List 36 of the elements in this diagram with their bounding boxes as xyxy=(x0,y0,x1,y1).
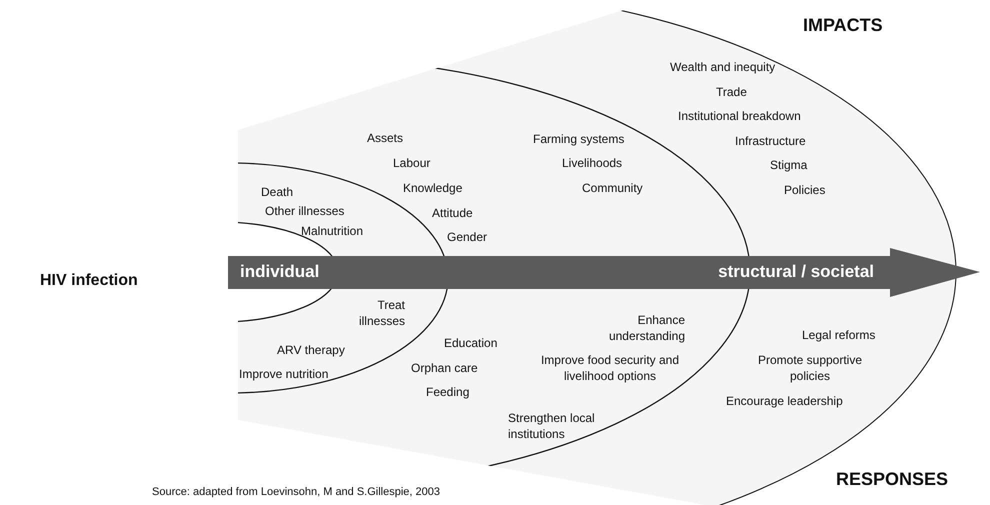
factor-text: Promote supportive policies xyxy=(756,352,864,384)
factor-text: Encourage leadership xyxy=(726,393,843,409)
arrow-text: individual xyxy=(240,262,320,282)
factor-text: Education xyxy=(444,335,498,351)
factor-text: Livelihoods xyxy=(562,155,622,171)
source-caption: Source: adapted from Loevinsohn, M and S.Gillespie, 2003 xyxy=(152,485,440,500)
factor-text: Infrastructure xyxy=(735,133,806,149)
start-label: HIV infection xyxy=(40,271,138,291)
factor-text: Malnutrition xyxy=(301,223,364,239)
factor-text: Labour xyxy=(393,155,430,171)
factor-text: Attitude xyxy=(432,205,473,221)
factor-text: Knowledge xyxy=(403,180,462,196)
factor-text: Orphan care xyxy=(411,360,478,376)
factor-text: Enhance understanding xyxy=(608,312,685,344)
factor-text: Policies xyxy=(784,182,826,198)
factor-text: Institutional breakdown xyxy=(678,108,801,124)
factor-text: Improve food security and livelihood options xyxy=(540,352,680,384)
factor-text: Assets xyxy=(367,130,404,146)
factor-text: Improve nutrition xyxy=(239,366,328,382)
section-heading: IMPACTS xyxy=(803,14,883,36)
factor-text: Wealth and inequity xyxy=(670,59,776,75)
factor-text: Other illnesses xyxy=(265,203,344,219)
factor-text: Farming systems xyxy=(533,131,624,147)
factor-text: Strengthen local institutions xyxy=(508,410,596,442)
factor-text: Gender xyxy=(447,229,488,245)
factor-text: Stigma xyxy=(770,157,808,173)
factor-text: Treat illnesses xyxy=(358,297,405,329)
progression-arrow xyxy=(228,248,982,298)
factor-text: ARV therapy xyxy=(277,342,345,358)
factor-text: Community xyxy=(582,180,643,196)
arrow-text: structural / societal xyxy=(718,262,874,282)
section-heading: RESPONSES xyxy=(836,468,948,490)
factor-text: Legal reforms xyxy=(802,327,876,343)
factor-text: Death xyxy=(261,184,294,200)
factor-text: Feeding xyxy=(426,384,470,400)
factor-text: Trade xyxy=(716,84,747,100)
